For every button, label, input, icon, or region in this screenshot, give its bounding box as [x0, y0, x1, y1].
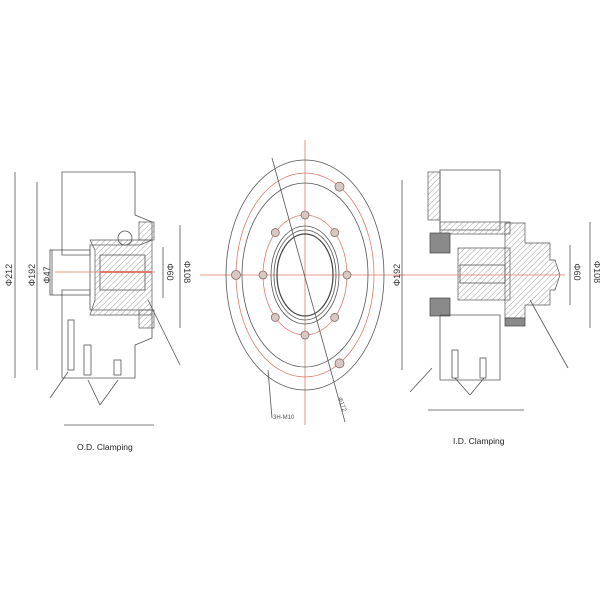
id-dim-60: Φ60 [572, 263, 582, 280]
bolt-label: 3H-M10 [273, 415, 295, 421]
outer-bolt-hole [231, 270, 241, 280]
inner-bolt-hole [270, 313, 280, 322]
inner-bolt-hole [300, 210, 310, 220]
od-clamping-caption: O.D. Clamping [77, 442, 133, 452]
outer-bolt-hole [334, 358, 345, 369]
inner-bolt-hole [300, 330, 310, 340]
id-clamping-caption: I.D. Clamping [453, 436, 505, 446]
od-dim-212: Φ212 [4, 264, 14, 286]
inner-bolt-hole [258, 270, 268, 280]
pcd-label: Φ172 [336, 397, 347, 414]
id-dim-192: Φ192 [392, 264, 402, 286]
inner-bolt-hole [342, 270, 352, 280]
od-clamping-view: Φ212 Φ192 Φ47 Φ60 Φ108 O.D. Clamping [4, 171, 192, 452]
od-dim-60: Φ60 [165, 263, 175, 280]
face-view: 3H-M10 Φ172 [200, 140, 405, 425]
od-dim-108: Φ108 [182, 261, 192, 283]
inner-bolt-hole [330, 228, 340, 237]
inner-bolt-hole [270, 228, 280, 237]
id-clamping-view: Φ192 Φ60 Φ108 I.D. Clamping [392, 169, 600, 446]
od-dim-47: Φ47 [42, 266, 52, 283]
id-dim-108: Φ108 [592, 261, 600, 283]
outer-bolt-hole [334, 181, 345, 192]
od-dim-192: Φ192 [27, 264, 37, 286]
bolt-holes [231, 181, 352, 369]
inner-bolt-hole [330, 313, 340, 322]
